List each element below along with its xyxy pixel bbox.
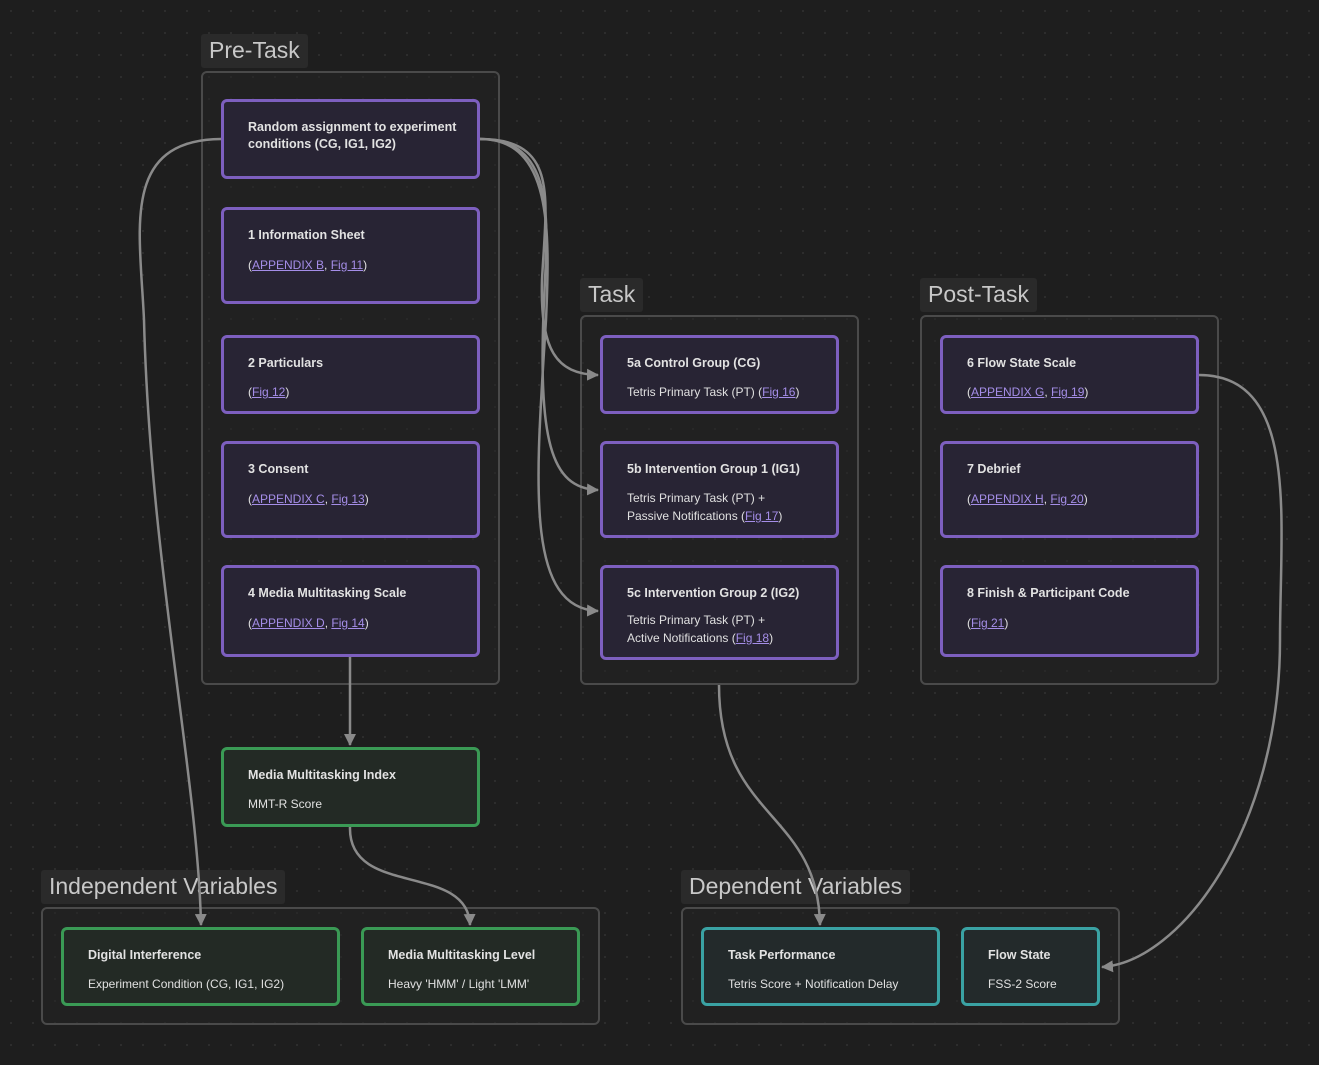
node-title: Digital Interference <box>88 948 202 962</box>
node-consent[interactable]: 3 Consent (APPENDIX C, Fig 13) <box>221 441 480 538</box>
node-sub: Tetris Score + Notification Delay <box>728 977 899 991</box>
node-sub: Heavy 'HMM' / Light 'LMM' <box>388 977 530 991</box>
node-title: 5a Control Group (CG) <box>627 356 761 370</box>
group-label-task: Task <box>580 278 644 312</box>
node-title: 1 Information Sheet <box>248 228 365 242</box>
group-label-dependent-variables: Dependent Variables <box>681 870 911 904</box>
node-flow-state[interactable]: Flow State FSS-2 Score <box>961 927 1100 1006</box>
node-desc: Tetris Primary Task (PT) (Fig 16) <box>627 385 800 399</box>
node-title: Media Multitasking Level <box>388 948 536 962</box>
group-label-independent-variables: Independent Variables <box>41 870 286 904</box>
desc-line-1: Tetris Primary Task (PT) + <box>627 491 766 505</box>
desc-line-2: Active Notifications ( <box>627 631 736 645</box>
node-debrief[interactable]: 7 Debrief (APPENDIX H, Fig 20) <box>940 441 1199 538</box>
node-links: (APPENDIX H, Fig 20) <box>967 492 1088 506</box>
fig-14-link[interactable]: Fig 14 <box>331 616 365 630</box>
group-label-post-task: Post-Task <box>920 278 1037 312</box>
fig-19-link[interactable]: Fig 19 <box>1051 385 1085 399</box>
desc-line-2: Passive Notifications ( <box>627 509 746 523</box>
node-flow-state-scale[interactable]: 6 Flow State Scale (APPENDIX G, Fig 19) <box>940 335 1199 414</box>
fig-20-link[interactable]: Fig 20 <box>1050 492 1084 506</box>
node-links: (APPENDIX C, Fig 13) <box>248 492 369 506</box>
group-label-pre-task: Pre-Task <box>201 34 308 68</box>
node-control-group[interactable]: 5a Control Group (CG) Tetris Primary Tas… <box>600 335 839 414</box>
fig-21-link[interactable]: Fig 21 <box>971 616 1005 630</box>
node-links: (APPENDIX D, Fig 14) <box>248 616 369 630</box>
node-links: (Fig 21) <box>967 616 1009 630</box>
desc-text: Tetris Primary Task (PT) ( <box>627 385 763 399</box>
node-intervention-group-2[interactable]: 5c Intervention Group 2 (IG2) Tetris Pri… <box>600 565 839 660</box>
node-title: Flow State <box>988 948 1051 962</box>
node-sub: Experiment Condition (CG, IG1, IG2) <box>88 977 285 991</box>
node-finish-participant-code[interactable]: 8 Finish & Participant Code (Fig 21) <box>940 565 1199 657</box>
appendix-d-link[interactable]: APPENDIX D <box>252 616 325 630</box>
node-title: 4 Media Multitasking Scale <box>248 586 407 600</box>
appendix-c-link[interactable]: APPENDIX C <box>252 492 325 506</box>
node-title: 2 Particulars <box>248 356 324 370</box>
node-title: Random assignment to experiment conditio… <box>248 120 457 151</box>
node-desc: Tetris Primary Task (PT) + Passive Notifi… <box>627 491 783 523</box>
appendix-h-link[interactable]: APPENDIX H <box>971 492 1044 506</box>
node-title: 5c Intervention Group 2 (IG2) <box>627 586 800 600</box>
desc-line-1: Tetris Primary Task (PT) + <box>627 613 766 627</box>
node-random-assignment[interactable]: Random assignment to experiment conditio… <box>221 99 480 179</box>
node-sub: FSS-2 Score <box>988 977 1057 991</box>
fig-17-link[interactable]: Fig 17 <box>745 509 779 523</box>
node-links: (APPENDIX B, Fig 11) <box>248 258 368 272</box>
node-links: (Fig 12) <box>248 385 290 399</box>
fig-11-link[interactable]: Fig 11 <box>330 258 364 272</box>
node-title: 8 Finish & Participant Code <box>967 586 1130 600</box>
node-links: (APPENDIX G, Fig 19) <box>967 385 1089 399</box>
node-digital-interference[interactable]: Digital Interference Experiment Conditio… <box>61 927 340 1006</box>
node-desc: Tetris Primary Task (PT) + Active Notific… <box>627 613 774 645</box>
fig-12-link[interactable]: Fig 12 <box>252 385 286 399</box>
node-sub: MMT-R Score <box>248 797 323 811</box>
node-media-multitasking-scale[interactable]: 4 Media Multitasking Scale (APPENDIX D, … <box>221 565 480 657</box>
node-intervention-group-1[interactable]: 5b Intervention Group 1 (IG1) Tetris Pri… <box>600 441 839 538</box>
node-title: 6 Flow State Scale <box>967 356 1077 370</box>
fig-16-link[interactable]: Fig 16 <box>762 385 796 399</box>
appendix-g-link[interactable]: APPENDIX G <box>971 385 1045 399</box>
node-title: Task Performance <box>728 948 836 962</box>
node-title: 7 Debrief <box>967 462 1021 476</box>
node-media-multitasking-index[interactable]: Media Multitasking Index MMT-R Score <box>221 747 480 827</box>
node-information-sheet[interactable]: 1 Information Sheet (APPENDIX B, Fig 11) <box>221 207 480 304</box>
node-title: Media Multitasking Index <box>248 768 396 782</box>
appendix-b-link[interactable]: APPENDIX B <box>252 258 325 272</box>
fig-18-link[interactable]: Fig 18 <box>735 631 770 645</box>
fig-13-link[interactable]: Fig 13 <box>331 492 365 506</box>
node-media-multitasking-level[interactable]: Media Multitasking Level Heavy 'HMM' / L… <box>361 927 580 1006</box>
node-particulars[interactable]: 2 Particulars (Fig 12) <box>221 335 480 414</box>
node-title: 3 Consent <box>248 462 309 476</box>
node-task-performance[interactable]: Task Performance Tetris Score + Notifica… <box>701 927 940 1006</box>
node-title: 5b Intervention Group 1 (IG1) <box>627 462 800 476</box>
